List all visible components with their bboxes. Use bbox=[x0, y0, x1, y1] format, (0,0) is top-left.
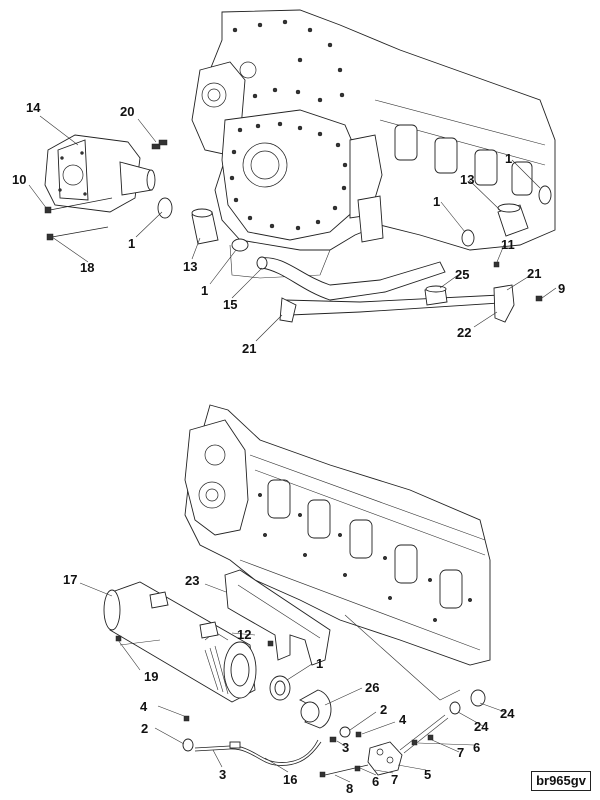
callout-4-b: 4 bbox=[399, 712, 407, 727]
callout-1-a: 1 bbox=[128, 236, 135, 251]
callout-16: 16 bbox=[283, 772, 297, 787]
callout-15: 15 bbox=[223, 297, 237, 312]
callout-labels: 14 20 10 18 1 13 1 15 21 22 9 21 11 25 1… bbox=[12, 100, 565, 796]
bottom-leader-lines bbox=[79, 582, 506, 783]
callout-1-b: 1 bbox=[201, 283, 208, 298]
engine-block-top bbox=[191, 9, 556, 279]
callout-1-c: 1 bbox=[433, 194, 440, 209]
callout-1-e: 1 bbox=[316, 656, 323, 671]
callout-24-b: 24 bbox=[500, 706, 515, 721]
callout-8: 8 bbox=[346, 781, 353, 796]
callout-11: 11 bbox=[501, 237, 515, 252]
callout-20: 20 bbox=[120, 104, 134, 119]
callout-19: 19 bbox=[144, 669, 158, 684]
callout-3-a: 3 bbox=[219, 767, 226, 782]
callout-2-b: 2 bbox=[380, 702, 387, 717]
callout-24-a: 24 bbox=[474, 719, 489, 734]
callout-10: 10 bbox=[12, 172, 26, 187]
callout-7-b: 7 bbox=[457, 745, 464, 760]
callout-14: 14 bbox=[26, 100, 41, 115]
top-leader-lines bbox=[28, 115, 557, 342]
callout-21-b: 21 bbox=[527, 266, 541, 281]
bottom-small-parts bbox=[115, 614, 486, 778]
callout-21-a: 21 bbox=[242, 341, 256, 356]
callout-26: 26 bbox=[365, 680, 379, 695]
top-small-parts bbox=[44, 139, 552, 323]
callout-7-a: 7 bbox=[391, 772, 398, 787]
oil-cooler-assembly bbox=[44, 134, 156, 213]
callout-18: 18 bbox=[80, 260, 94, 275]
reference-code-label: br965gv bbox=[531, 771, 591, 791]
callout-1-d: 1 bbox=[505, 151, 512, 166]
callout-12: 12 bbox=[237, 627, 251, 642]
callout-3-b: 3 bbox=[342, 740, 349, 755]
callout-22: 22 bbox=[457, 325, 471, 340]
engine-block-bottom bbox=[184, 404, 491, 666]
callout-4-a: 4 bbox=[140, 699, 148, 714]
callout-6-b: 6 bbox=[473, 740, 480, 755]
callout-13-a: 13 bbox=[183, 259, 197, 274]
callout-23: 23 bbox=[185, 573, 199, 588]
mounting-bracket bbox=[224, 569, 331, 666]
callout-5: 5 bbox=[424, 767, 431, 782]
callout-2-a: 2 bbox=[141, 721, 148, 736]
callout-17: 17 bbox=[63, 572, 77, 587]
filter-cylinder bbox=[103, 581, 257, 703]
callout-9: 9 bbox=[558, 281, 565, 296]
callout-25: 25 bbox=[455, 267, 469, 282]
callout-6-a: 6 bbox=[372, 774, 379, 789]
callout-13-b: 13 bbox=[460, 172, 474, 187]
